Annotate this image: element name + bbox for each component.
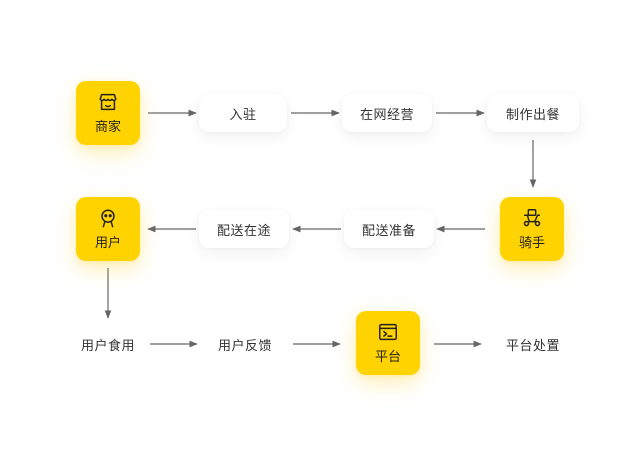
platform-handle-step: 平台处置 — [487, 329, 579, 359]
user-label: 用户 — [94, 236, 121, 251]
settle-in-label: 入驻 — [229, 107, 257, 123]
platform-label: 平台 — [374, 350, 401, 365]
platform-handle-label: 平台处置 — [505, 338, 560, 354]
merchant-label: 商家 — [94, 120, 121, 135]
ready-delivery-step: 配送准备 — [344, 210, 434, 248]
operate-online-label: 在网经营 — [359, 107, 414, 123]
scooter-icon — [523, 209, 541, 227]
rider-label: 骑手 — [518, 236, 545, 251]
store-icon — [99, 93, 117, 111]
user-feedback-step: 用户反馈 — [201, 329, 289, 359]
rider-node: 骑手 — [500, 197, 564, 261]
user-eat-step: 用户食用 — [66, 329, 150, 359]
prepare-meal-label: 制作出餐 — [505, 107, 560, 123]
merchant-node: 商家 — [76, 81, 140, 145]
user-node: 用户 — [76, 197, 140, 261]
settle-in-step: 入驻 — [199, 94, 287, 132]
prepare-meal-step: 制作出餐 — [487, 94, 579, 132]
in-transit-step: 配送在途 — [199, 210, 289, 248]
user-feedback-label: 用户反馈 — [217, 338, 272, 354]
platform-node: 平台 — [356, 311, 420, 375]
ready-delivery-label: 配送准备 — [361, 223, 416, 239]
terminal-icon — [379, 323, 397, 341]
in-transit-label: 配送在途 — [216, 223, 271, 239]
user-eat-label: 用户食用 — [80, 338, 135, 354]
operate-online-step: 在网经营 — [342, 94, 432, 132]
user-face-icon — [101, 209, 115, 228]
